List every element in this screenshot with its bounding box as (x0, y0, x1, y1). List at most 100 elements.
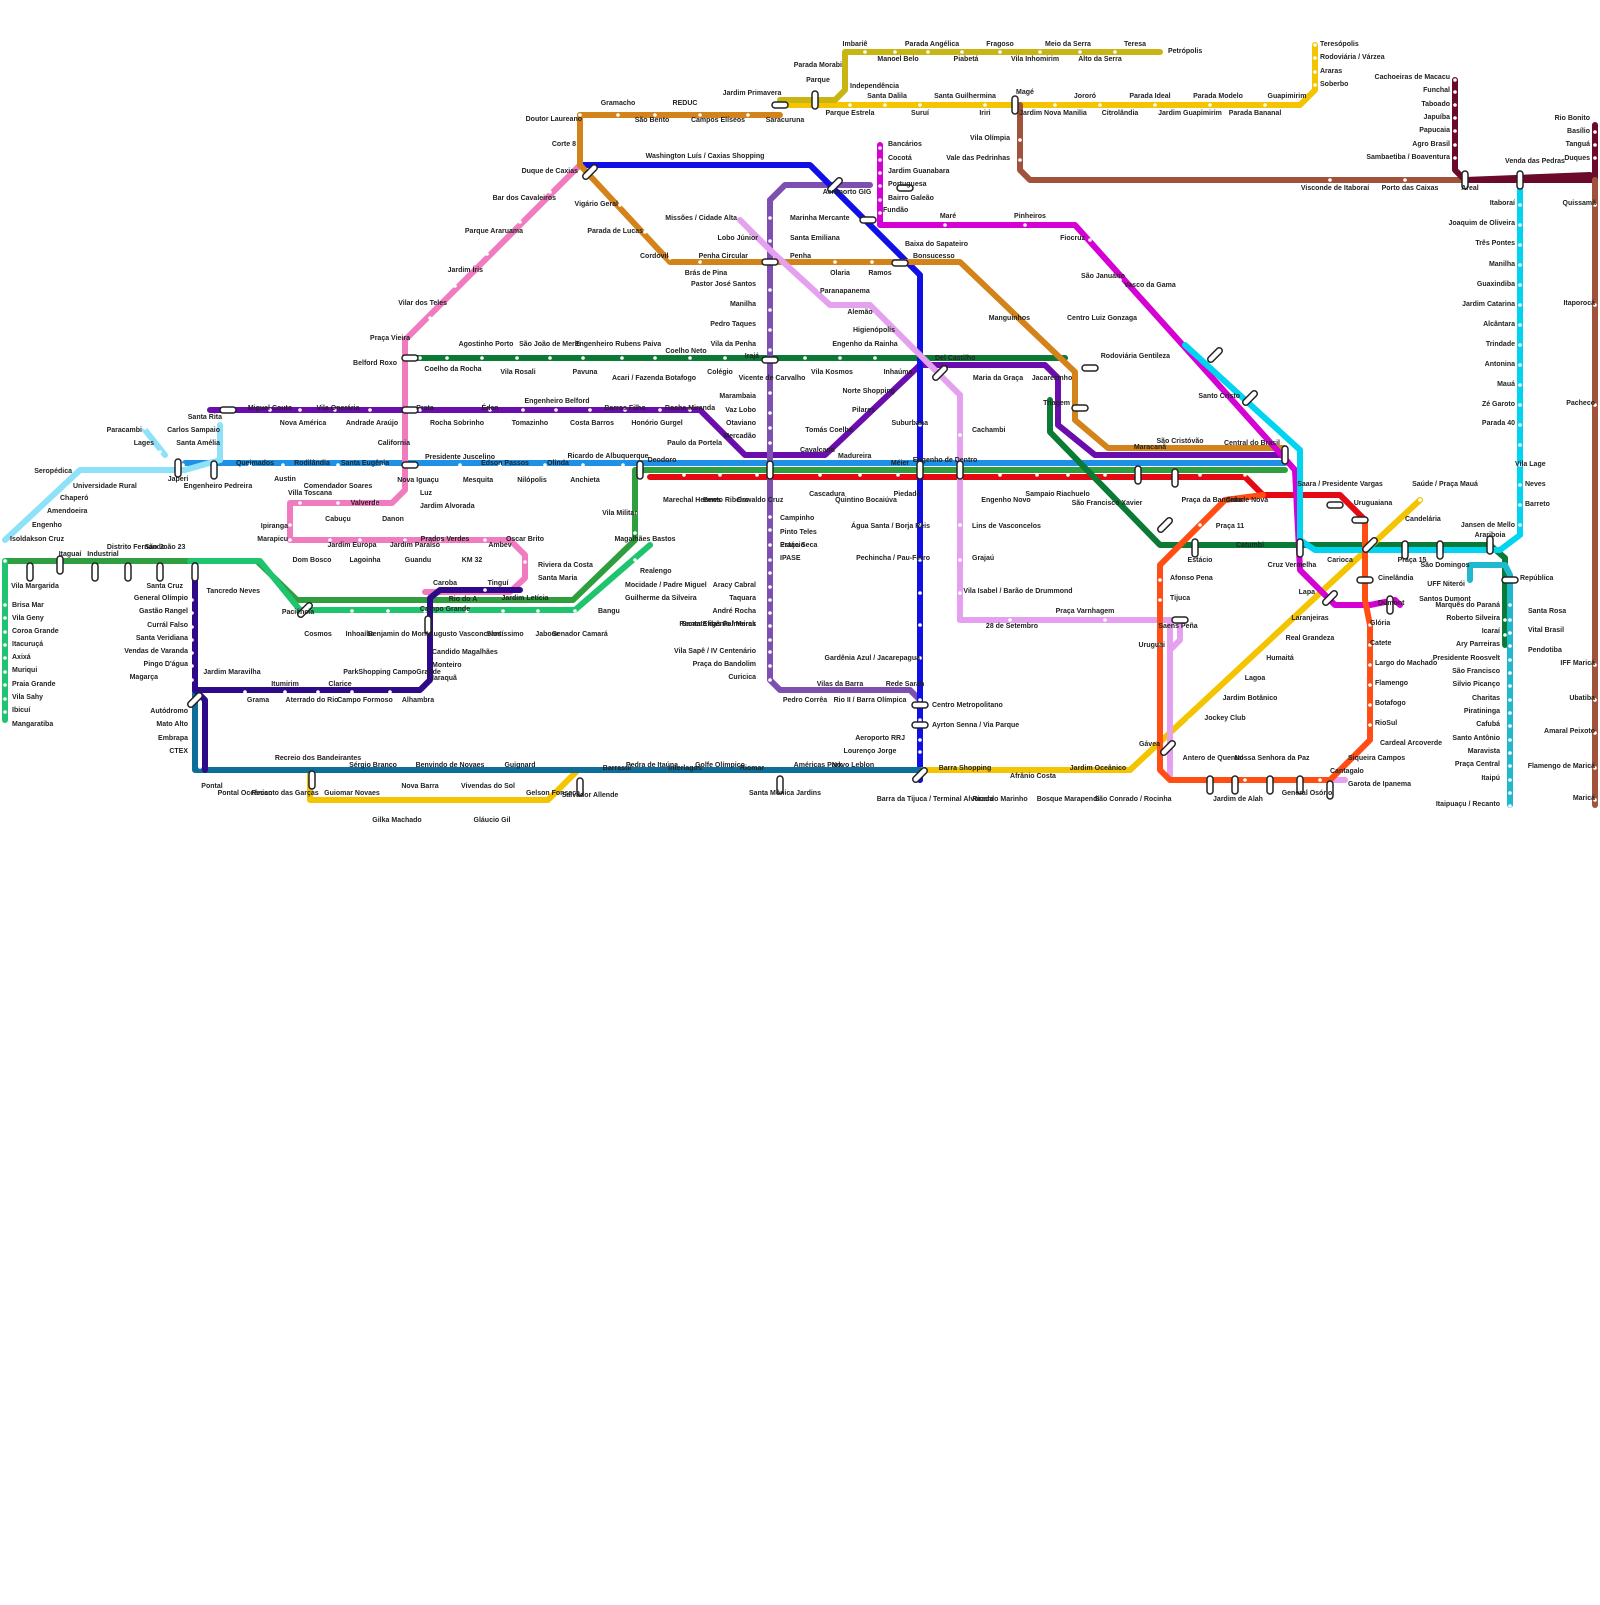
station-dot[interactable] (1023, 368, 1027, 372)
station-dot[interactable] (3, 630, 7, 634)
station-dot[interactable] (1158, 598, 1162, 602)
interchange-marker[interactable] (402, 355, 418, 361)
station-dot[interactable] (483, 588, 487, 592)
station-dot[interactable] (190, 664, 194, 668)
station-dot[interactable] (428, 316, 432, 320)
station-dot[interactable] (883, 103, 887, 107)
station-dot[interactable] (453, 284, 457, 288)
station-dot[interactable] (878, 211, 882, 215)
interchange-marker[interactable] (1012, 96, 1018, 114)
station-dot[interactable] (1453, 90, 1457, 94)
station-dot[interactable] (350, 690, 354, 694)
station-dot[interactable] (1453, 116, 1457, 120)
station-dot[interactable] (1038, 50, 1042, 54)
station-dot[interactable] (501, 609, 505, 613)
station-dot[interactable] (190, 625, 194, 629)
station-dot[interactable] (758, 778, 762, 782)
interchange-marker[interactable] (860, 217, 876, 223)
station-dot[interactable] (1453, 78, 1457, 82)
interchange-marker[interactable] (57, 556, 63, 574)
station-dot[interactable] (1098, 103, 1102, 107)
station-dot[interactable] (1368, 663, 1372, 667)
station-dot[interactable] (386, 609, 390, 613)
station-dot[interactable] (1508, 724, 1512, 728)
station-dot[interactable] (818, 473, 822, 477)
station-dot[interactable] (1518, 423, 1522, 427)
station-dot[interactable] (768, 585, 772, 589)
station-dot[interactable] (1198, 523, 1202, 527)
station-dot[interactable] (603, 591, 607, 595)
station-dot[interactable] (1518, 343, 1522, 347)
station-dot[interactable] (983, 368, 987, 372)
station-dot[interactable] (143, 426, 147, 430)
interchange-marker[interactable] (402, 462, 418, 468)
station-dot[interactable] (638, 481, 642, 485)
station-dot[interactable] (1508, 671, 1512, 675)
station-dot[interactable] (336, 463, 340, 467)
station-dot[interactable] (548, 356, 552, 360)
station-dot[interactable] (488, 810, 492, 814)
station-dot[interactable] (1213, 698, 1217, 702)
station-dot[interactable] (316, 690, 320, 694)
station-dot[interactable] (768, 515, 772, 519)
station-dot[interactable] (3, 683, 7, 687)
interchange-marker[interactable] (1072, 405, 1088, 411)
station-dot[interactable] (3, 656, 7, 660)
station-dot[interactable] (621, 463, 625, 467)
interchange-marker[interactable] (1282, 446, 1288, 464)
station-dot[interactable] (688, 356, 692, 360)
station-dot[interactable] (878, 184, 882, 188)
station-dot[interactable] (1098, 778, 1102, 782)
station-dot[interactable] (1453, 156, 1457, 160)
station-dot[interactable] (3, 616, 7, 620)
station-dot[interactable] (746, 113, 750, 117)
interchange-marker[interactable] (27, 563, 33, 581)
station-dot[interactable] (418, 681, 422, 685)
station-dot[interactable] (1518, 483, 1522, 487)
station-dot[interactable] (190, 678, 194, 682)
station-dot[interactable] (1331, 758, 1335, 762)
station-dot[interactable] (768, 411, 772, 415)
interchange-marker[interactable] (762, 259, 778, 265)
interchange-marker[interactable] (772, 102, 788, 108)
station-dot[interactable] (1508, 764, 1512, 768)
station-dot[interactable] (1066, 473, 1070, 477)
station-dot[interactable] (918, 738, 922, 742)
station-dot[interactable] (1508, 658, 1512, 662)
station-dot[interactable] (768, 216, 772, 220)
station-dot[interactable] (1253, 660, 1257, 664)
interchange-marker[interactable] (912, 702, 928, 708)
station-dot[interactable] (926, 50, 930, 54)
station-dot[interactable] (548, 190, 552, 194)
station-dot[interactable] (755, 473, 759, 477)
station-dot[interactable] (768, 543, 772, 547)
station-dot[interactable] (618, 203, 622, 207)
station-dot[interactable] (1318, 778, 1322, 782)
station-dot[interactable] (838, 356, 842, 360)
station-dot[interactable] (198, 752, 202, 756)
interchange-marker[interactable] (812, 91, 818, 109)
station-dot[interactable] (3, 697, 7, 701)
station-dot[interactable] (918, 103, 922, 107)
station-dot[interactable] (998, 473, 1002, 477)
station-dot[interactable] (998, 50, 1002, 54)
station-dot[interactable] (3, 670, 7, 674)
station-dot[interactable] (1035, 473, 1039, 477)
station-dot[interactable] (1518, 303, 1522, 307)
station-dot[interactable] (768, 426, 772, 430)
interchange-marker[interactable] (1267, 776, 1273, 794)
station-dot[interactable] (1018, 138, 1022, 142)
station-dot[interactable] (1088, 238, 1092, 242)
station-dot[interactable] (1243, 778, 1247, 782)
interchange-marker[interactable] (92, 563, 98, 581)
station-dot[interactable] (668, 256, 672, 260)
station-dot[interactable] (1503, 618, 1507, 622)
station-dot[interactable] (1453, 143, 1457, 147)
interchange-marker[interactable] (1207, 347, 1224, 364)
station-dot[interactable] (1368, 723, 1372, 727)
station-dot[interactable] (768, 441, 772, 445)
station-dot[interactable] (588, 408, 592, 412)
station-dot[interactable] (1263, 103, 1267, 107)
station-dot[interactable] (1508, 711, 1512, 715)
station-dot[interactable] (723, 356, 727, 360)
